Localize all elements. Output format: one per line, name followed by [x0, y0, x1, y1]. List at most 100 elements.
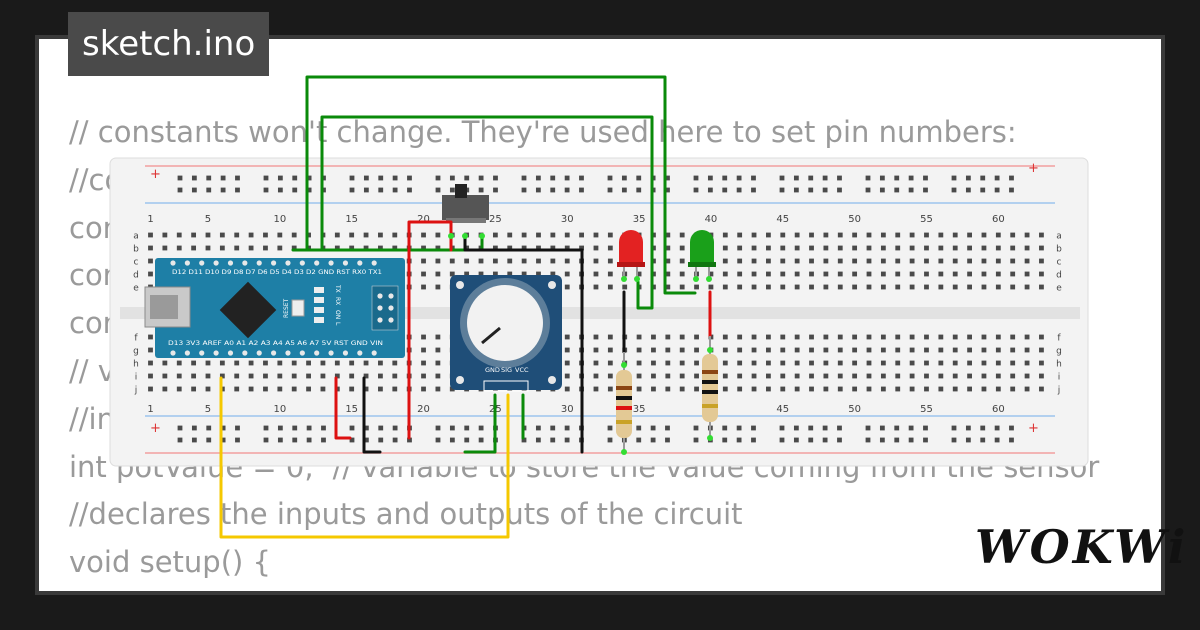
breadboard-hole[interactable] [938, 347, 944, 353]
breadboard-hole[interactable] [722, 271, 728, 277]
breadboard-hole[interactable] [722, 373, 728, 379]
breadboard-hole[interactable] [952, 373, 958, 379]
breadboard-hole[interactable] [507, 232, 513, 238]
rail-hole[interactable] [478, 425, 484, 431]
rail-hole[interactable] [837, 437, 842, 443]
rail-hole[interactable] [808, 187, 814, 193]
breadboard-hole[interactable] [952, 245, 958, 251]
breadboard-hole[interactable] [794, 373, 800, 379]
rail-hole[interactable] [220, 425, 226, 431]
rail-hole[interactable] [521, 187, 527, 193]
breadboard-hole[interactable] [809, 386, 814, 392]
breadboard-hole[interactable] [277, 245, 283, 251]
rail-hole[interactable] [865, 187, 871, 193]
slide-switch[interactable] [442, 184, 489, 223]
breadboard-hole[interactable] [564, 373, 570, 379]
breadboard-hole[interactable] [607, 271, 613, 277]
breadboard-hole[interactable] [995, 245, 1001, 251]
rail-hole[interactable] [521, 437, 527, 443]
arduino-pin[interactable] [357, 260, 363, 266]
rail-hole[interactable] [363, 437, 369, 443]
rail-hole[interactable] [736, 437, 742, 443]
breadboard-hole[interactable] [952, 360, 958, 366]
breadboard-hole[interactable] [751, 347, 757, 353]
rail-hole[interactable] [292, 437, 298, 443]
rail-hole[interactable] [191, 187, 197, 193]
potentiometer-knob[interactable] [467, 285, 543, 361]
breadboard-hole[interactable] [464, 258, 470, 264]
breadboard-hole[interactable] [378, 232, 383, 238]
breadboard-hole[interactable] [263, 232, 268, 238]
breadboard-hole[interactable] [148, 334, 153, 340]
breadboard-hole[interactable] [751, 386, 757, 392]
breadboard-hole[interactable] [780, 232, 786, 238]
breadboard-hole[interactable] [148, 386, 153, 392]
breadboard-hole[interactable] [880, 258, 886, 264]
breadboard-hole[interactable] [636, 360, 642, 366]
rail-hole[interactable] [822, 425, 828, 431]
rail-hole[interactable] [579, 187, 584, 193]
rail-hole[interactable] [808, 175, 814, 181]
rail-hole[interactable] [235, 187, 240, 193]
breadboard-hole[interactable] [995, 334, 1001, 340]
breadboard-hole[interactable] [593, 360, 599, 366]
rail-hole[interactable] [392, 175, 398, 181]
rail-hole[interactable] [980, 437, 986, 443]
breadboard-hole[interactable] [363, 386, 369, 392]
rail-hole[interactable] [521, 175, 527, 181]
breadboard-hole[interactable] [162, 373, 168, 379]
breadboard-hole[interactable] [909, 373, 915, 379]
breadboard-hole[interactable] [464, 245, 470, 251]
breadboard-hole[interactable] [766, 284, 771, 290]
breadboard-hole[interactable] [895, 284, 901, 290]
breadboard-hole[interactable] [607, 334, 613, 340]
breadboard-hole[interactable] [435, 373, 441, 379]
rail-hole[interactable] [923, 187, 928, 193]
breadboard-hole[interactable] [766, 386, 771, 392]
arduino-pin[interactable] [299, 350, 305, 356]
breadboard-hole[interactable] [392, 245, 398, 251]
rail-hole[interactable] [923, 425, 928, 431]
rail-hole[interactable] [206, 425, 212, 431]
breadboard-hole[interactable] [938, 258, 944, 264]
arduino-pin[interactable] [213, 350, 219, 356]
breadboard-hole[interactable] [751, 271, 757, 277]
breadboard-hole[interactable] [837, 386, 843, 392]
breadboard-hole[interactable] [722, 386, 728, 392]
breadboard-hole[interactable] [909, 386, 915, 392]
breadboard-hole[interactable] [766, 245, 771, 251]
rail-hole[interactable] [894, 175, 900, 181]
breadboard-hole[interactable] [636, 334, 642, 340]
breadboard-hole[interactable] [837, 245, 843, 251]
breadboard-hole[interactable] [809, 347, 814, 353]
breadboard-hole[interactable] [363, 245, 369, 251]
breadboard-hole[interactable] [895, 232, 901, 238]
breadboard-hole[interactable] [421, 386, 426, 392]
rail-hole[interactable] [349, 187, 355, 193]
breadboard-hole[interactable] [651, 334, 656, 340]
breadboard-hole[interactable] [895, 373, 901, 379]
breadboard-hole[interactable] [852, 334, 858, 340]
rail-hole[interactable] [235, 175, 240, 181]
rail-hole[interactable] [951, 187, 957, 193]
breadboard-hole[interactable] [607, 258, 613, 264]
breadboard-hole[interactable] [981, 386, 987, 392]
rail-hole[interactable] [636, 425, 642, 431]
breadboard-hole[interactable] [924, 258, 929, 264]
rail-hole[interactable] [464, 437, 470, 443]
rail-hole[interactable] [564, 425, 570, 431]
breadboard-hole[interactable] [1010, 386, 1016, 392]
breadboard-hole[interactable] [995, 232, 1001, 238]
wire-green-outer[interactable] [305, 75, 697, 295]
breadboard-hole[interactable] [952, 271, 958, 277]
breadboard-hole[interactable] [607, 232, 613, 238]
rail-hole[interactable] [579, 175, 584, 181]
breadboard-hole[interactable] [191, 373, 197, 379]
rail-hole[interactable] [478, 187, 484, 193]
breadboard-hole[interactable] [809, 271, 814, 277]
arduino-pin[interactable] [371, 350, 377, 356]
breadboard-hole[interactable] [651, 386, 656, 392]
potentiometer[interactable]: GND SIG VCC [450, 275, 562, 392]
breadboard-hole[interactable] [880, 232, 886, 238]
breadboard-hole[interactable] [780, 360, 786, 366]
